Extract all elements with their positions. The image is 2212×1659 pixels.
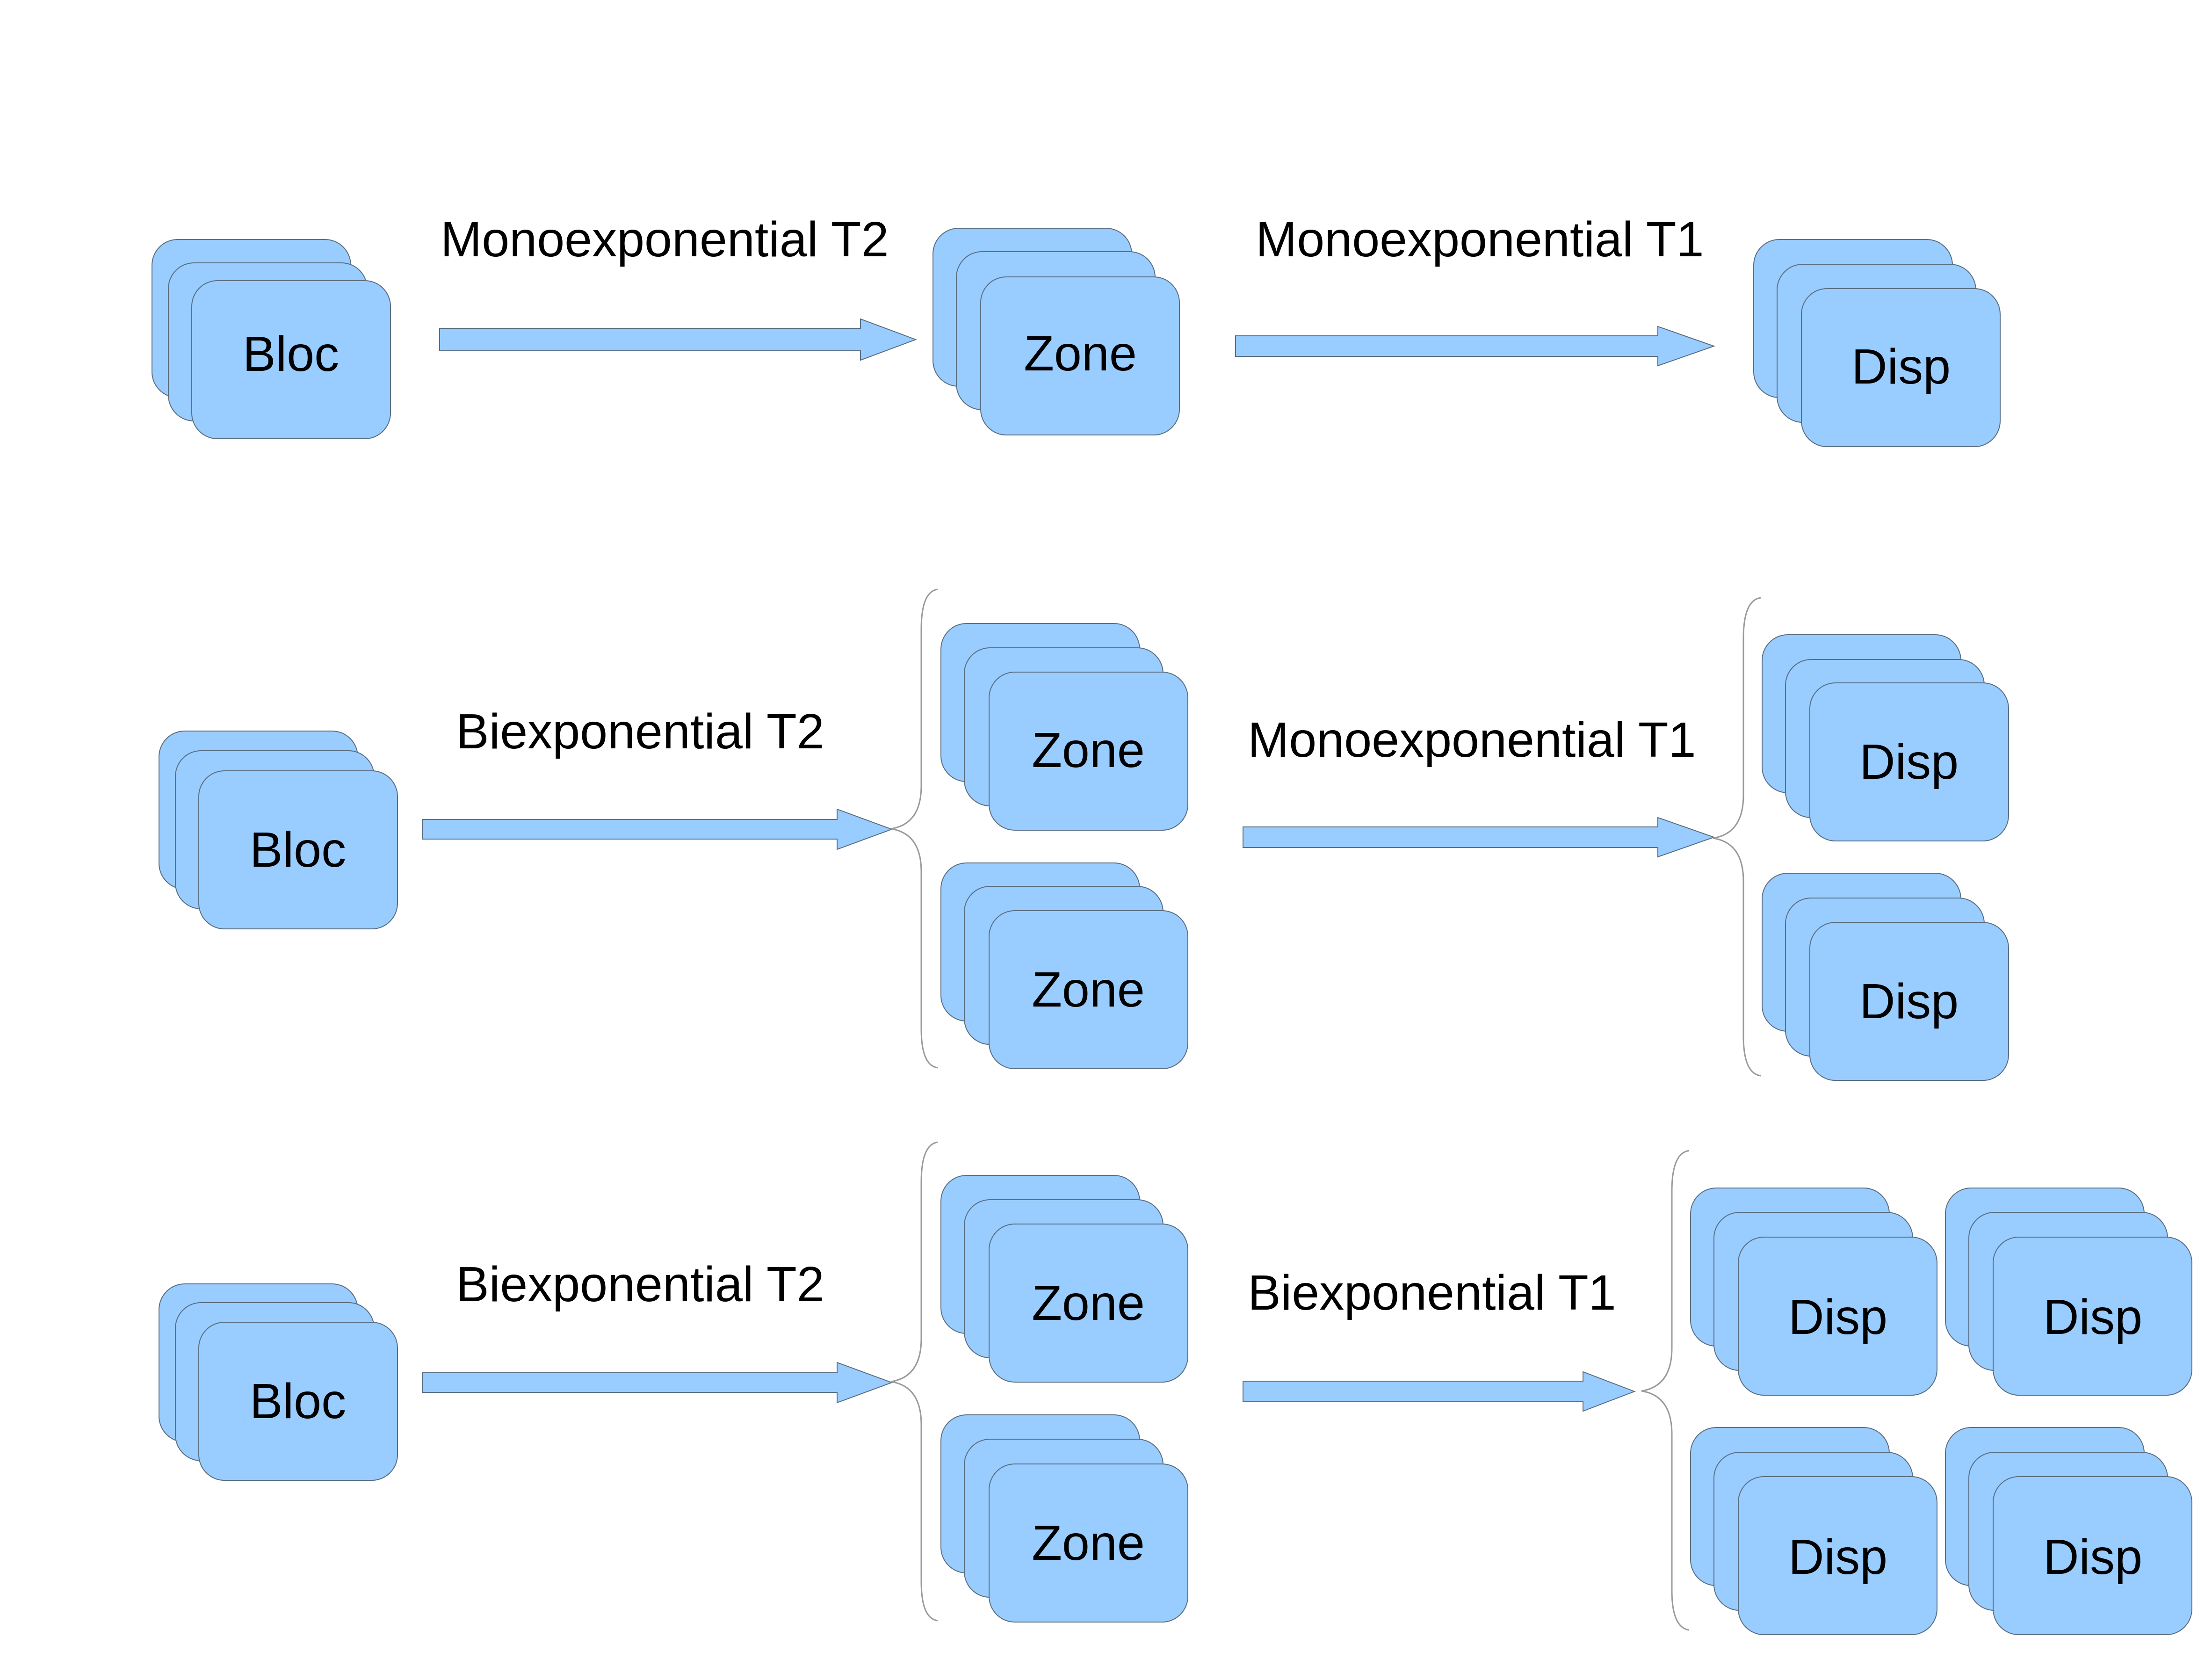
- disp-label: Disp: [2043, 1290, 2142, 1345]
- step1-arrow: [439, 318, 917, 361]
- card: [1801, 288, 2001, 447]
- bloc-stack: Bloc: [159, 1283, 398, 1481]
- zone-stack: Zone: [940, 1414, 1188, 1623]
- step1-label: Monoexponential T2: [441, 212, 889, 267]
- card: [980, 276, 1180, 435]
- bloc-label: Bloc: [250, 822, 346, 877]
- row-1: Bloc Monoexponential T2 Zone Monoexponen…: [152, 212, 2001, 447]
- card: [1809, 682, 2009, 841]
- step2-arrow: [1235, 326, 1716, 367]
- step2-arrow: [1243, 1371, 1636, 1412]
- step1-arrow: [422, 808, 893, 850]
- zones-brace: [890, 588, 938, 1069]
- step2-label: Monoexponential T1: [1248, 712, 1696, 768]
- disp-label: Disp: [1788, 1290, 1887, 1345]
- step1-arrow: [422, 1362, 893, 1404]
- zone-stack: Zone: [933, 228, 1180, 435]
- card: [1993, 1476, 2192, 1635]
- bloc-label: Bloc: [250, 1374, 346, 1429]
- card: [198, 770, 398, 929]
- zones-brace: [890, 1141, 938, 1622]
- row-3: Bloc Biexponential T2 Zone Zone Biexpone…: [159, 1141, 2192, 1635]
- zone-label: Zone: [1032, 723, 1145, 778]
- zone-label: Zone: [1032, 962, 1145, 1017]
- step2-label: Biexponential T1: [1248, 1265, 1616, 1320]
- card: [1809, 922, 2009, 1081]
- card: [989, 1224, 1188, 1383]
- card: [191, 280, 391, 439]
- zone-label: Zone: [1032, 1515, 1145, 1571]
- card: [1993, 1237, 2192, 1396]
- disp-label: Disp: [1859, 974, 1959, 1029]
- bloc-stack: Bloc: [152, 239, 391, 439]
- disp-stack: Disp: [1690, 1427, 1937, 1635]
- step1-label: Biexponential T2: [456, 1257, 824, 1312]
- disp-stack: Disp: [1945, 1427, 2192, 1635]
- disp-stack: Disp: [1762, 634, 2009, 841]
- card: [989, 672, 1188, 831]
- zone-stack: Zone: [940, 623, 1188, 831]
- disp-stack: Disp: [1753, 239, 2001, 447]
- row-2: Bloc Biexponential T2 Zone Zone Monoexpo…: [159, 588, 2009, 1081]
- card: [1738, 1237, 1937, 1396]
- zone-label: Zone: [1032, 1275, 1145, 1331]
- disp-label: Disp: [1851, 339, 1951, 394]
- disps-brace: [1713, 597, 1761, 1077]
- step2-label: Monoexponential T1: [1256, 212, 1704, 267]
- disp-stack: Disp: [1762, 873, 2009, 1081]
- card: [198, 1322, 398, 1481]
- bloc-label: Bloc: [243, 326, 339, 382]
- card: [989, 910, 1188, 1069]
- disp-label: Disp: [2043, 1529, 2142, 1585]
- disp-stack: Disp: [1945, 1188, 2192, 1396]
- disp-label: Disp: [1788, 1529, 1887, 1585]
- card: [1738, 1476, 1937, 1635]
- bloc-stack: Bloc: [159, 731, 398, 929]
- disp-stack: Disp: [1690, 1188, 1937, 1396]
- disp-label: Disp: [1859, 734, 1959, 790]
- step2-arrow: [1243, 817, 1716, 858]
- zone-stack: Zone: [940, 862, 1188, 1069]
- disps-brace: [1641, 1150, 1690, 1631]
- step1-label: Biexponential T2: [456, 704, 824, 759]
- card: [989, 1463, 1188, 1623]
- zone-label: Zone: [1024, 326, 1137, 381]
- zone-stack: Zone: [940, 1175, 1188, 1383]
